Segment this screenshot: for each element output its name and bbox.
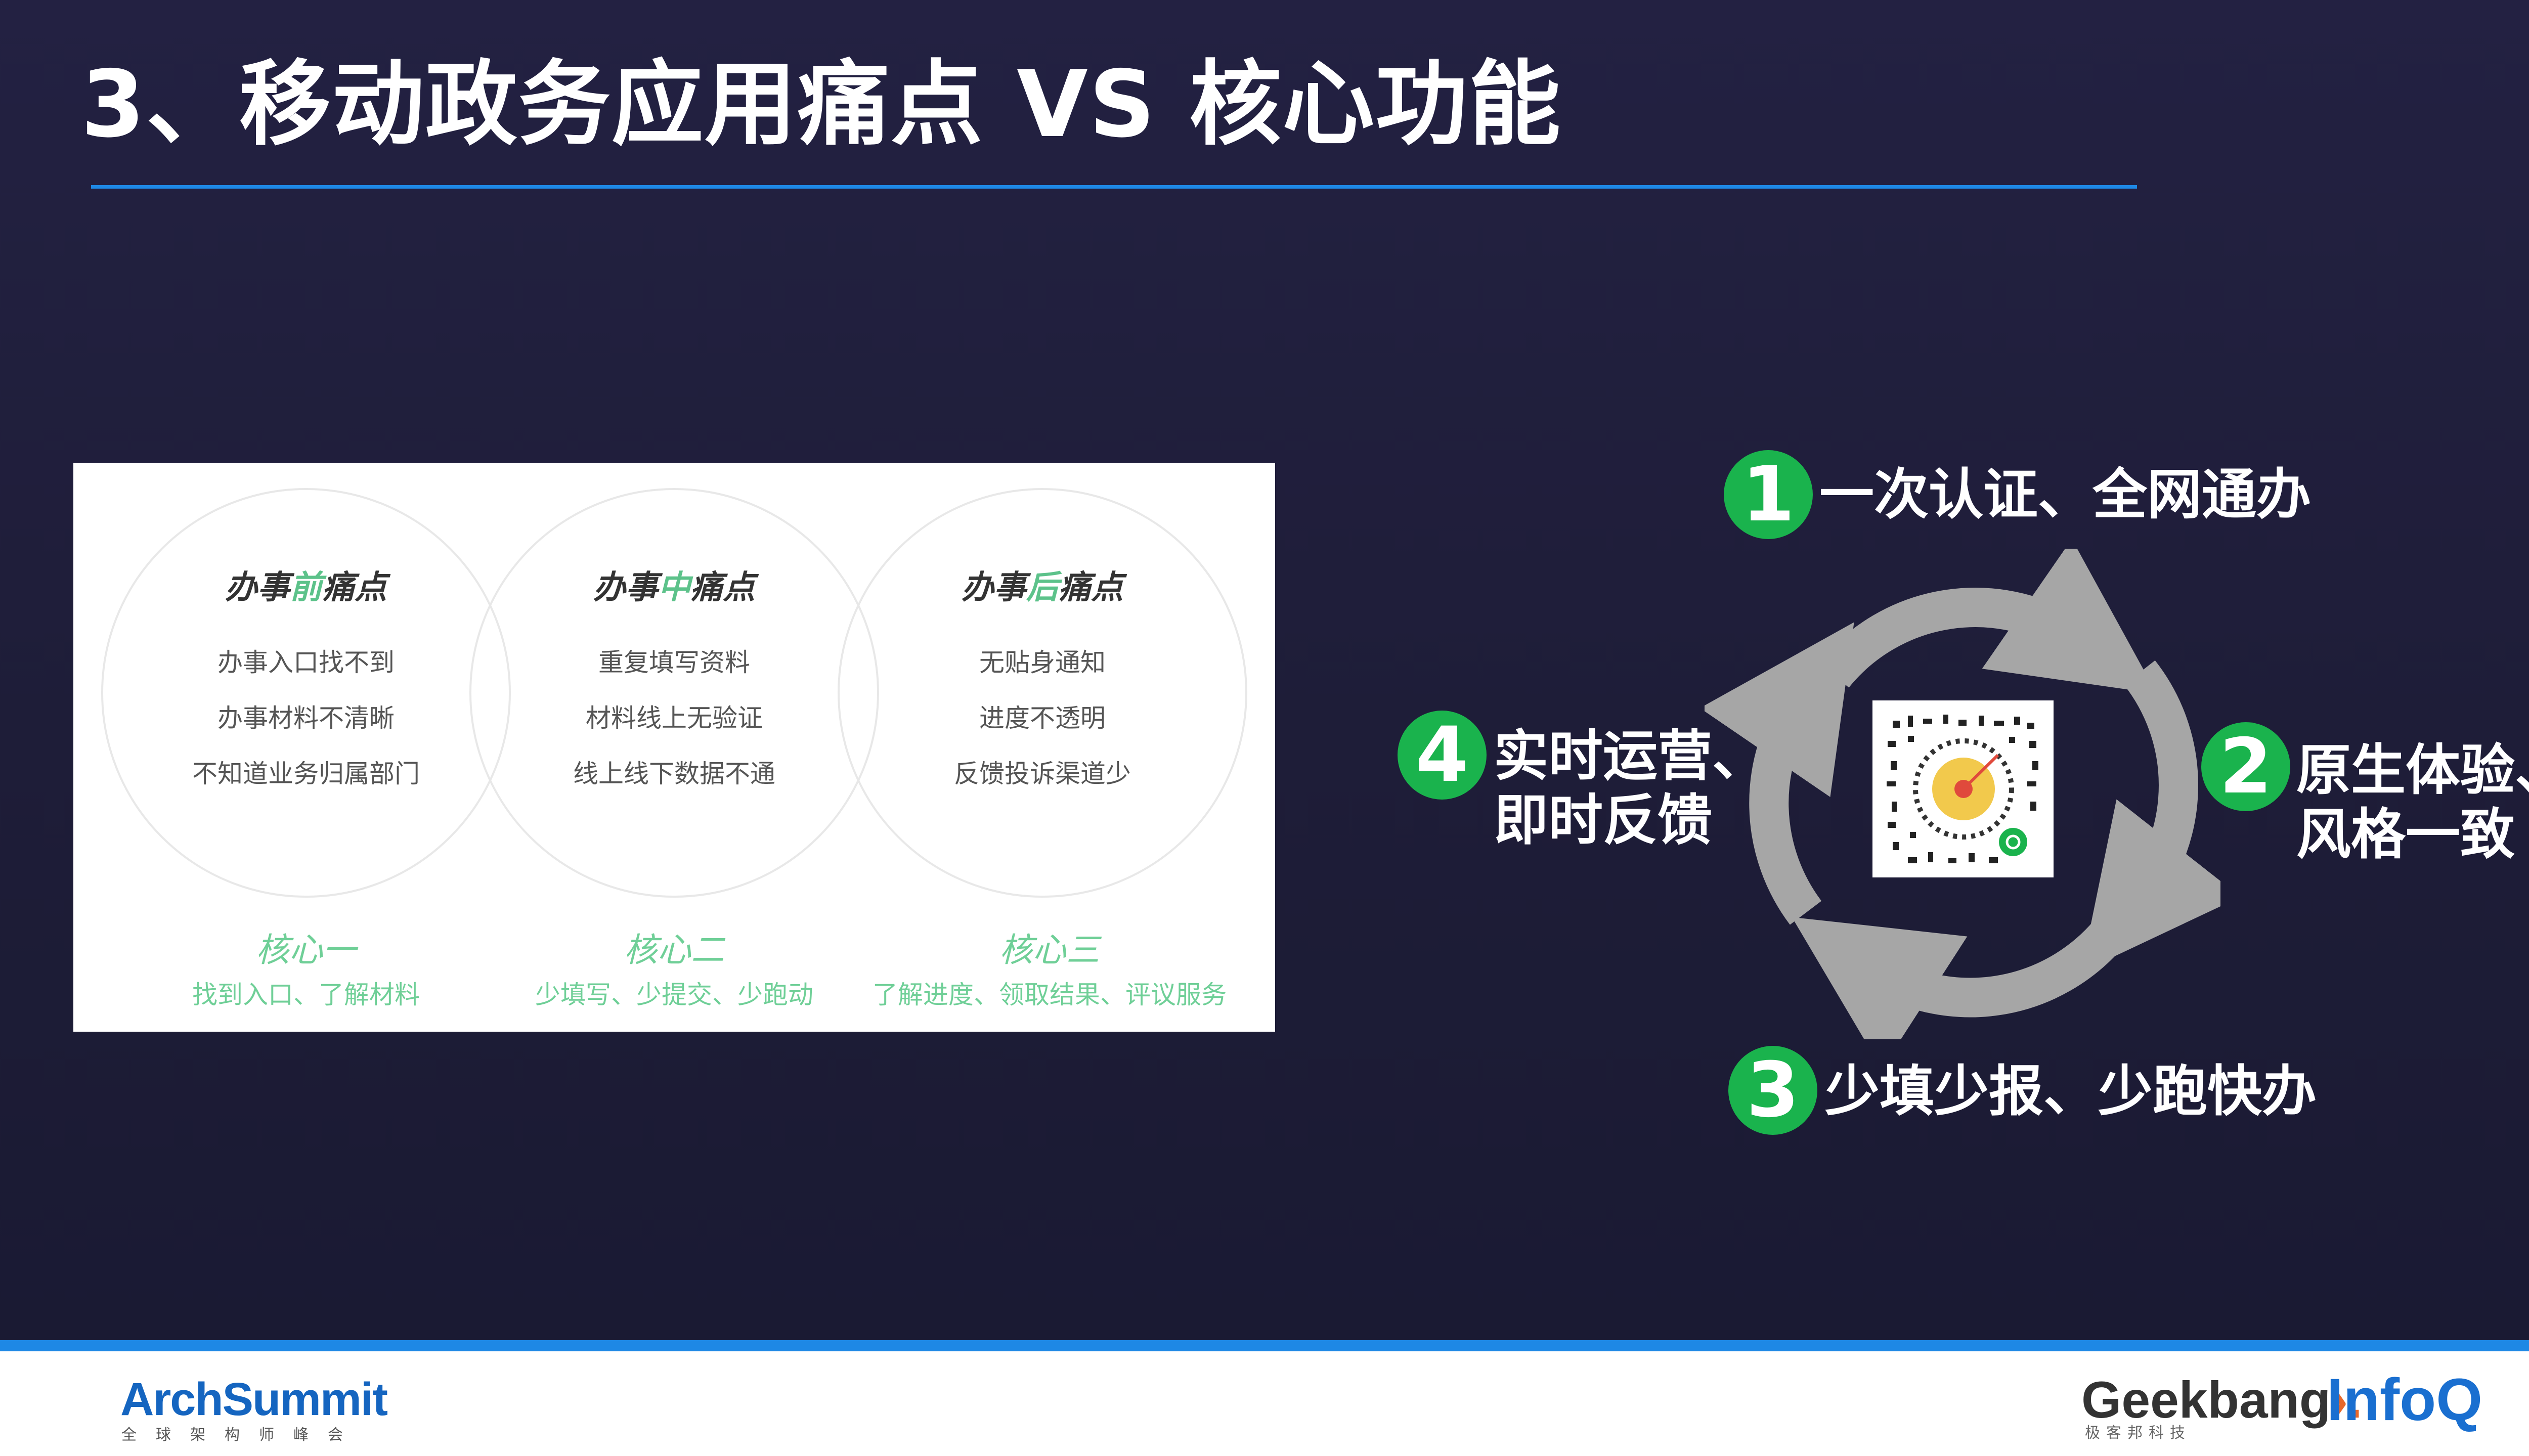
- pain-points-panel: 办事前痛点 办事入口找不到 办事材料不清晰 不知道业务归属部门 核心一 找到入口…: [73, 463, 1275, 1032]
- qr-code: [1872, 700, 2054, 877]
- infoq-logo: InfoQ: [2327, 1366, 2483, 1433]
- core-sub-2: 少填写、少提交、少跑动: [535, 980, 813, 1009]
- cycle-arrow-icon: [1705, 549, 2220, 1039]
- core-sub-1: 找到入口、了解材料: [192, 980, 420, 1009]
- pain-title-during: 办事中痛点: [593, 569, 755, 606]
- pain-item: 重复填写资料: [598, 648, 750, 677]
- pain-circle-2: [469, 488, 879, 898]
- feature-label-2: 原生体验、 风格一致: [2296, 739, 2529, 867]
- footer-bar: [0, 1351, 2529, 1456]
- pain-item: 线上线下数据不通: [573, 759, 775, 788]
- geekbang-logo-sub: 极客邦科技: [2085, 1424, 2191, 1442]
- pain-circle-1: [101, 488, 511, 898]
- feature-badge-2: 2: [2201, 722, 2290, 811]
- title-underline: [91, 185, 2137, 189]
- archsummit-logo-sub: 全球架构师峰会: [121, 1426, 362, 1444]
- core-sub-3: 了解进度、领取结果、评议服务: [873, 980, 1227, 1009]
- feature-badge-4: 4: [1398, 711, 1487, 800]
- pain-title-after: 办事后痛点: [962, 569, 1123, 606]
- pain-item: 办事材料不清晰: [217, 703, 395, 733]
- pain-item: 不知道业务归属部门: [192, 759, 420, 788]
- pain-item: 无贴身通知: [979, 648, 1106, 677]
- pain-item: 材料线上无验证: [586, 703, 763, 733]
- qr-code-icon: [1872, 700, 2054, 877]
- feature-label-3: 少填少报、少跑快办: [1825, 1060, 2317, 1123]
- pain-item: 反馈投诉渠道少: [954, 759, 1131, 788]
- feature-label-4: 实时运营、 即时反馈: [1494, 725, 1767, 853]
- footer-divider: [0, 1340, 2529, 1351]
- feature-label-1: 一次认证、全网通办: [1819, 463, 2312, 526]
- page-title: 3、移动政务应用痛点 VS 核心功能: [81, 51, 1562, 158]
- feature-badge-1: 1: [1724, 450, 1813, 539]
- archsummit-logo: ArchSummit: [120, 1374, 388, 1425]
- pain-item: 进度不透明: [979, 703, 1106, 733]
- pain-circle-3: [838, 488, 1247, 898]
- core-title-2: 核心二: [624, 931, 724, 969]
- feature-badge-3: 3: [1728, 1046, 1817, 1135]
- pain-title-before: 办事前痛点: [225, 569, 387, 606]
- pain-item: 办事入口找不到: [217, 648, 395, 677]
- core-title-3: 核心三: [999, 931, 1100, 969]
- geekbang-logo: Geekbang›.: [2081, 1371, 2363, 1429]
- core-title-1: 核心一: [256, 931, 356, 969]
